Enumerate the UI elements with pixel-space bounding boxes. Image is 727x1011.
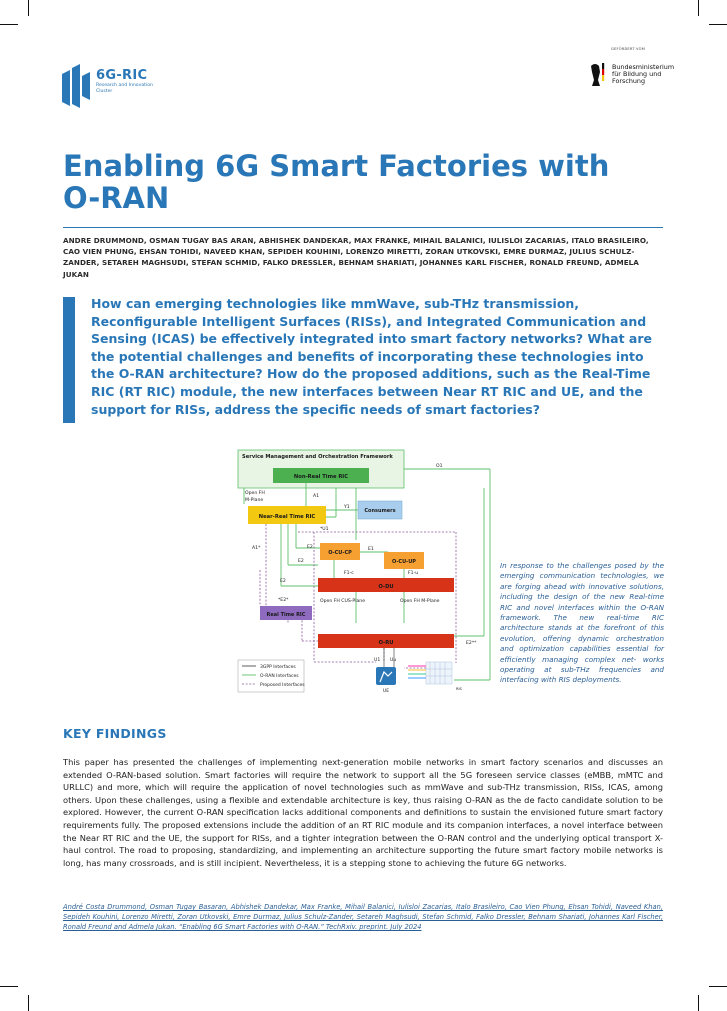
real-time-ric-box: [260, 606, 312, 620]
label-open-fh-m: Open FH M-Plane: [400, 598, 440, 604]
crop-mark: [0, 24, 18, 25]
author-list: ANDRE DRUMMOND, OSMAN TUGAY BAS ARAN, AB…: [63, 236, 649, 279]
legend-oran: O-RAN Interfaces: [260, 673, 299, 679]
crop-mark: [709, 986, 727, 987]
logo-text: 6G-RIC Research and Innovation Cluster: [96, 68, 156, 95]
o-du-box: [318, 578, 454, 592]
o-cu-up-box: [384, 552, 424, 569]
page-title: Enabling 6G Smart Factories with O-RAN: [63, 149, 610, 215]
funded-by-label: GEFÖRDERT VOM: [611, 47, 645, 51]
o-cu-cp-box: [320, 543, 360, 560]
label-e2-b: E2: [298, 558, 304, 564]
diagram-legend: 3GPP Interfaces O-RAN Interfaces Propose…: [237, 659, 305, 693]
non-rt-ric-box: [273, 468, 369, 483]
logo-subtitle: Research and Innovation Cluster: [96, 83, 153, 94]
ue-icon: [376, 667, 396, 685]
label-f1c: F1-c: [344, 570, 354, 576]
label-u1: *U1: [320, 526, 329, 532]
logo-title: 6G-RIC: [96, 68, 148, 83]
title-divider: [63, 227, 663, 228]
ris-icon: [408, 661, 453, 685]
research-question: How can emerging technologies like mmWav…: [91, 296, 652, 417]
label-uu: Uu: [390, 657, 396, 663]
label-o1: O1: [436, 463, 443, 469]
label-f1u: F1-u: [408, 570, 418, 576]
ris-label: RIS: [456, 687, 463, 691]
consumers-label: Consumers: [364, 508, 395, 514]
non-rt-ric-label: Non-Real Time RIC: [294, 474, 348, 480]
label-e2-star: *E2*: [278, 597, 289, 603]
label-y1: Y1: [343, 504, 350, 510]
crop-mark: [698, 995, 699, 1011]
diagram-caption: In response to the challenges posed by t…: [500, 561, 664, 685]
label-open-fh: Open FH: [245, 490, 265, 496]
key-findings-heading: KEY FINDINGS: [63, 726, 167, 741]
legend-3gpp: 3GPP Interfaces: [260, 664, 296, 670]
ministry-name: Bundesministerium für Bildung und Forsch…: [612, 63, 675, 86]
oran-interface-lines: [243, 468, 491, 681]
real-time-ric-label: Real Time RIC: [267, 612, 306, 618]
label-a1-star: A1*: [252, 545, 261, 551]
label-e2-c: E2: [280, 578, 286, 584]
question-accent-bar: [63, 297, 75, 423]
label-e1: E1: [368, 546, 374, 552]
o-cu-up-label: O-CU-UP: [392, 559, 416, 565]
label-mplane: M-Plane: [245, 497, 263, 503]
near-rt-ric-label: Near-Real Time RIC: [259, 514, 316, 520]
o-ru-box: [318, 634, 454, 648]
citation-link[interactable]: André Costa Drummond, Osman Tugay Basara…: [63, 903, 663, 932]
o-cu-cp-label: O-CU-CP: [328, 550, 352, 556]
label-u1b: U1: [374, 657, 380, 663]
label-cus-plane: Open FH CUS-Plane: [320, 598, 365, 604]
crop-mark: [28, 995, 29, 1011]
6g-ric-logo-icon: [62, 64, 90, 108]
federal-eagle-icon: [591, 63, 605, 86]
crop-mark: [28, 0, 29, 16]
crop-mark: [709, 24, 727, 25]
o-ru-label: O-RU: [379, 640, 394, 646]
legend-proposed: Proposed Interfaces: [260, 682, 305, 688]
label-e2-a: E2: [307, 544, 313, 550]
label-a1: A1: [313, 493, 319, 499]
crop-mark: [0, 986, 18, 987]
key-findings-body: This paper has presented the challenges …: [63, 757, 663, 868]
o-du-label: O-DU: [378, 584, 393, 590]
label-e2-starstar: E2**: [466, 640, 477, 646]
ue-label: UE: [383, 688, 389, 694]
crop-mark: [698, 0, 699, 16]
smo-label: Service Management and Orchestration Fra…: [242, 454, 393, 460]
near-rt-ric-box: [248, 506, 326, 524]
consumers-box: [357, 500, 403, 520]
oran-architecture-diagram: Service Management and Orchestration Fra…: [237, 449, 491, 694]
